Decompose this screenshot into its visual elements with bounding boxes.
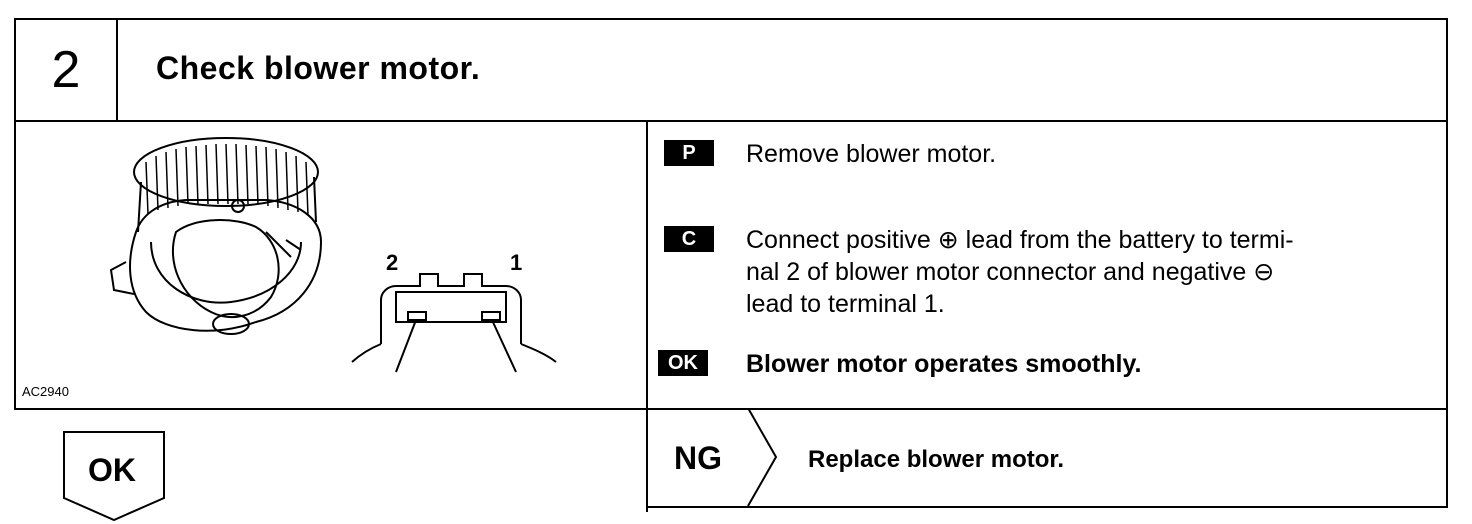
blower-motor-drawing: [109, 137, 323, 335]
step-header: 2 Check blower motor.: [14, 18, 1448, 122]
blower-motor-illustration: [109, 137, 557, 373]
badge-c: C: [664, 226, 714, 252]
ng-chevron-icon: [747, 408, 778, 506]
ng-action-text: Replace blower motor.: [808, 446, 1065, 473]
figure-code: AC2940: [22, 384, 69, 399]
badge-p: P: [664, 140, 714, 166]
terminal-2-label: 2: [386, 250, 399, 275]
blower-motor-connector: [351, 273, 557, 373]
badge-ok: OK: [658, 350, 708, 376]
step-title: Check blower motor.: [156, 50, 481, 86]
ng-result-box: NG Replace blower motor.: [646, 408, 1448, 508]
instruction-c-line-1: Connect positive ⊕ lead from the battery…: [746, 226, 1294, 254]
ok-arrow-icon: [63, 431, 165, 522]
ng-label: NG: [674, 440, 722, 476]
instruction-ok-text: Blower motor operates smoothly.: [746, 350, 1142, 378]
instruction-c-line-3: lead to terminal 1.: [746, 290, 945, 318]
column-divider: [646, 120, 648, 512]
terminal-1-label: 1: [510, 250, 523, 275]
step-number: 2: [16, 20, 118, 120]
ok-arrow-label: OK: [88, 452, 136, 488]
instruction-c-line-2: nal 2 of blower motor connector and nega…: [746, 258, 1275, 286]
instruction-p-text: Remove blower motor.: [746, 140, 997, 168]
content-panel: [14, 120, 1448, 410]
